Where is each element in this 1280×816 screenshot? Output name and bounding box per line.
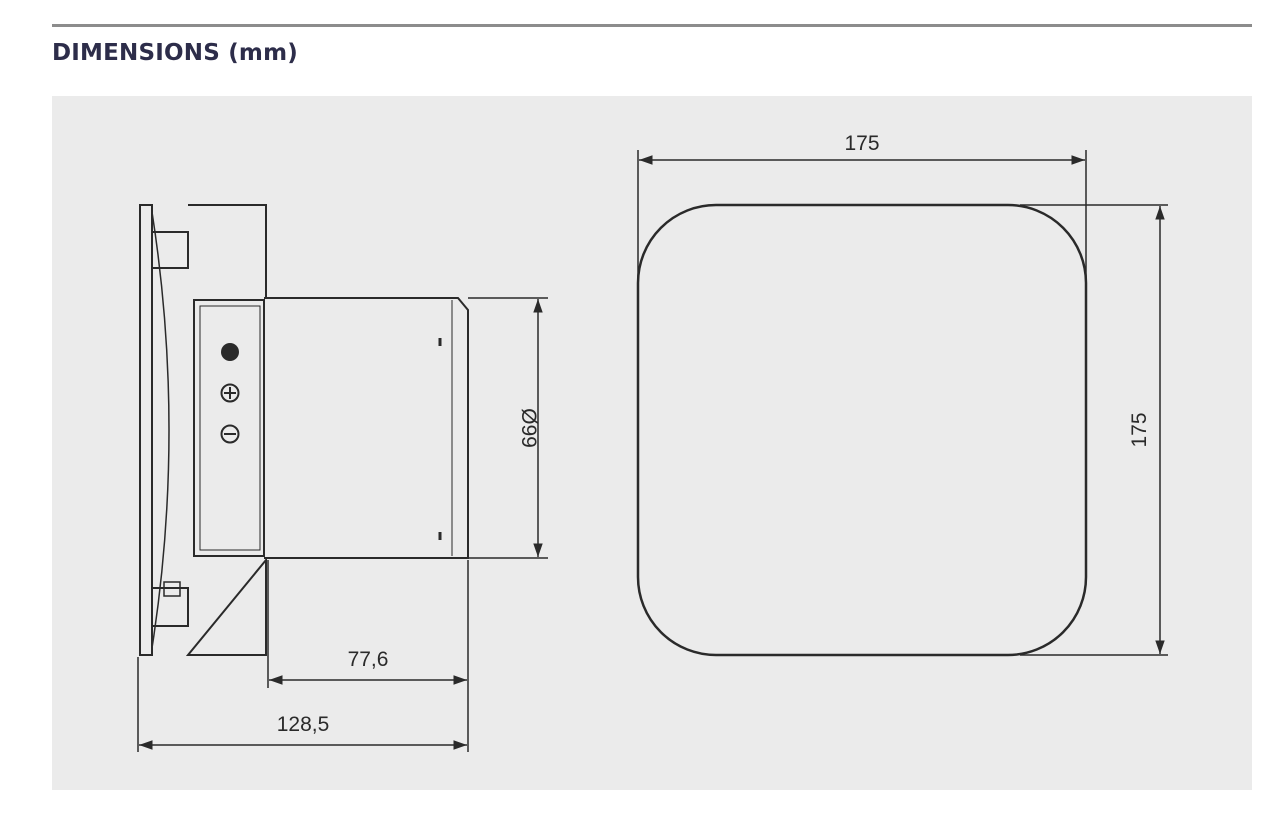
width-label: 175 bbox=[844, 132, 879, 155]
side-view bbox=[139, 204, 469, 656]
control-plate bbox=[193, 299, 265, 557]
spigot bbox=[264, 297, 469, 559]
front-cover-outline bbox=[636, 203, 1088, 657]
plus-icon bbox=[220, 383, 240, 403]
front-view bbox=[636, 203, 1088, 657]
depth-label: 77,6 bbox=[348, 648, 389, 671]
power-dot-icon bbox=[221, 343, 239, 361]
control-plate-inner bbox=[199, 305, 261, 551]
upper-mount bbox=[151, 231, 189, 269]
cover-plate bbox=[139, 204, 153, 656]
drawing-panel bbox=[52, 96, 1252, 790]
top-rule bbox=[52, 24, 1252, 27]
housing bbox=[185, 204, 267, 656]
total-depth-label: 128,5 bbox=[277, 713, 330, 736]
cover-plate-curve bbox=[151, 211, 170, 649]
side-dimensions bbox=[137, 297, 548, 752]
lower-clip bbox=[163, 581, 181, 597]
control-icons bbox=[220, 343, 240, 444]
height-label: 175 bbox=[1128, 412, 1151, 447]
lower-mount bbox=[151, 587, 189, 627]
front-dimensions bbox=[637, 150, 1168, 656]
diameter-label: Ø99 bbox=[517, 408, 540, 448]
section-heading: DIMENSIONS (mm) bbox=[52, 40, 298, 66]
minus-icon bbox=[220, 424, 240, 444]
